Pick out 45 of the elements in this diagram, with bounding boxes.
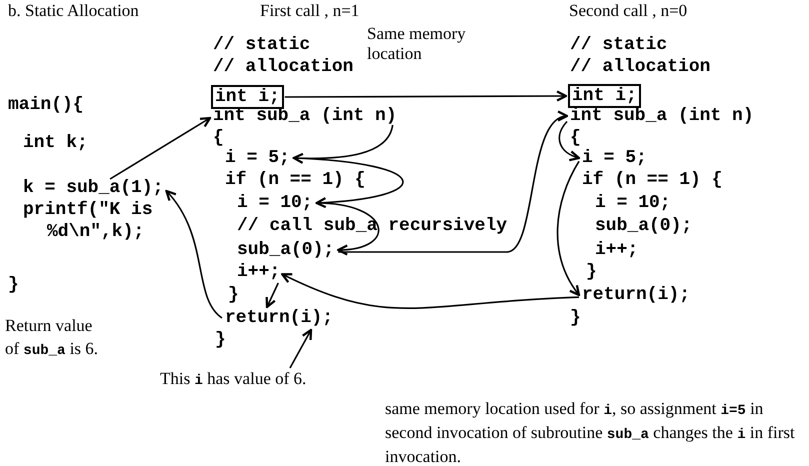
code-line: // static bbox=[213, 34, 310, 56]
code-line: i = 10; bbox=[237, 192, 313, 214]
code-line: { bbox=[570, 127, 581, 149]
code-line: sub_a(0); bbox=[237, 239, 334, 261]
code-line: if (n == 1) { bbox=[225, 169, 366, 191]
column-heading: b. Static Allocation bbox=[8, 0, 139, 22]
code-line: } bbox=[215, 329, 226, 351]
code-line: printf("K is %d\n",k); bbox=[23, 199, 154, 243]
code-line: if (n == 1) { bbox=[582, 169, 722, 191]
code-line: sub_a(0); bbox=[595, 215, 692, 237]
code-line: // call sub_a recursively bbox=[237, 215, 508, 237]
arrow bbox=[289, 328, 312, 368]
arrow bbox=[266, 282, 279, 308]
arrow bbox=[110, 116, 212, 180]
arrow bbox=[292, 124, 394, 164]
annotation-text: Return value of sub_a is 6. bbox=[5, 315, 100, 361]
code-line: k = sub_a(1); bbox=[23, 177, 164, 199]
arrow bbox=[281, 272, 580, 309]
annotation-text: This i has value of 6. bbox=[160, 368, 306, 392]
arrow bbox=[284, 90, 568, 102]
arrow bbox=[165, 190, 223, 319]
code-line: return(i); bbox=[225, 307, 334, 329]
code-line: i = 5; bbox=[225, 147, 290, 169]
code-line: i = 5; bbox=[582, 147, 647, 169]
code-line: { bbox=[213, 127, 224, 149]
code-line: } bbox=[8, 274, 19, 296]
code-line: main(){ bbox=[8, 94, 84, 116]
arrow bbox=[556, 160, 580, 296]
code-line: int k; bbox=[23, 132, 88, 154]
code-line: i++; bbox=[237, 261, 280, 283]
code-line: // allocation bbox=[570, 56, 710, 78]
code-line: i = 10; bbox=[595, 192, 671, 214]
code-line: i++; bbox=[595, 239, 638, 261]
note-text: same memory location used for i, so assignment i=5 in second invocation of subroutine sub_a changes the i in first invocation. bbox=[385, 398, 796, 466]
code-line: return(i); bbox=[582, 284, 690, 306]
arrow bbox=[338, 113, 568, 253]
code-line: int sub_a (int n) bbox=[570, 105, 754, 127]
code-line: // allocation bbox=[213, 56, 354, 78]
column-heading: First call , n=1 bbox=[260, 0, 360, 22]
arrow bbox=[558, 121, 580, 161]
code-line: // static bbox=[570, 34, 668, 56]
code-line: } bbox=[570, 307, 581, 329]
code-line: } bbox=[586, 261, 597, 283]
column-heading: Second call , n=0 bbox=[569, 0, 688, 22]
code-line: } bbox=[228, 284, 239, 306]
